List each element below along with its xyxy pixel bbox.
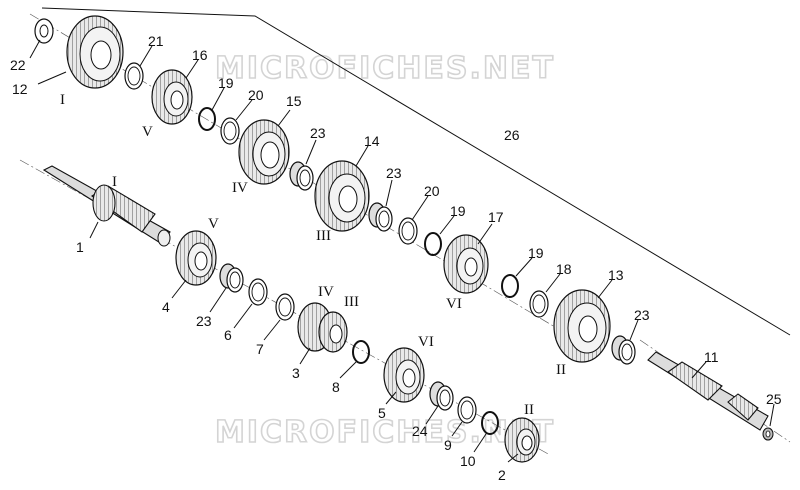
circlip-19-a bbox=[198, 107, 216, 131]
callout-22: 22 bbox=[10, 57, 26, 73]
callout-labels: 22 12 21 16 19 20 15 23 14 23 20 19 17 1… bbox=[10, 33, 782, 483]
bushing-23-b bbox=[368, 202, 393, 232]
gear-numeral-13: II bbox=[556, 362, 566, 378]
gear-3 bbox=[297, 302, 348, 353]
gear-numeral-15: IV bbox=[232, 180, 248, 196]
gear-4 bbox=[175, 230, 217, 286]
callout-3: 3 bbox=[292, 365, 300, 381]
circlip-19-c bbox=[501, 274, 519, 298]
circlip-19-b bbox=[424, 232, 442, 256]
callout-23-b: 23 bbox=[386, 165, 402, 181]
input-shaft-1 bbox=[42, 165, 171, 247]
circlip-8 bbox=[352, 340, 370, 364]
washer-22 bbox=[34, 18, 54, 44]
callout-20-a: 20 bbox=[248, 87, 264, 103]
callout-2: 2 bbox=[498, 467, 506, 483]
gear-14 bbox=[314, 160, 370, 232]
gear-12 bbox=[66, 15, 124, 89]
gear-numeral-17: VI bbox=[446, 296, 462, 312]
callout-20-b: 20 bbox=[424, 183, 440, 199]
callout-23-a: 23 bbox=[310, 125, 326, 141]
washer-21 bbox=[124, 62, 144, 90]
callout-5: 5 bbox=[378, 405, 386, 421]
gear-numeral-14: III bbox=[316, 228, 331, 244]
callout-12: 12 bbox=[12, 81, 28, 97]
callout-10: 10 bbox=[460, 453, 476, 469]
callout-7: 7 bbox=[256, 341, 264, 357]
washer-20-b bbox=[398, 217, 418, 245]
gear-numeral-12: I bbox=[60, 92, 65, 108]
callout-26: 26 bbox=[504, 127, 520, 143]
callout-8: 8 bbox=[332, 379, 340, 395]
washer-9 bbox=[457, 396, 477, 424]
gear-numeral-2: II bbox=[524, 402, 534, 418]
callout-23-d: 23 bbox=[196, 313, 212, 329]
gear-numeral-1: I bbox=[112, 174, 117, 190]
gear-17 bbox=[443, 234, 489, 294]
gear-numeral-4: V bbox=[208, 216, 219, 232]
nut-25 bbox=[762, 427, 774, 441]
callout-25: 25 bbox=[766, 391, 782, 407]
callout-21: 21 bbox=[148, 33, 164, 49]
callout-23-c: 23 bbox=[634, 307, 650, 323]
gear-16 bbox=[151, 69, 193, 125]
output-shaft-11 bbox=[647, 351, 769, 431]
callout-19-a: 19 bbox=[218, 75, 234, 91]
callout-17: 17 bbox=[488, 209, 504, 225]
callout-4: 4 bbox=[162, 299, 170, 315]
circlip-10 bbox=[481, 411, 499, 435]
callout-1: 1 bbox=[76, 239, 84, 255]
bushing-23-a bbox=[289, 161, 314, 191]
callout-18: 18 bbox=[556, 261, 572, 277]
callout-11: 11 bbox=[704, 349, 719, 365]
callout-13: 13 bbox=[608, 267, 624, 283]
watermark-top: MICROFICHES.NET bbox=[215, 51, 555, 86]
callout-6: 6 bbox=[224, 327, 232, 343]
gear-numeral-5: VI bbox=[418, 334, 434, 350]
washer-6 bbox=[248, 278, 268, 306]
callout-24: 24 bbox=[412, 423, 428, 439]
gear-5 bbox=[383, 347, 425, 403]
gear-2 bbox=[504, 417, 540, 463]
washer-20-a bbox=[220, 117, 240, 145]
gear-13 bbox=[553, 289, 611, 363]
callout-19-c: 19 bbox=[528, 245, 544, 261]
bushing-23-d bbox=[219, 263, 244, 293]
leader-lines bbox=[29, 39, 775, 463]
gear-15 bbox=[238, 119, 290, 185]
callout-19-b: 19 bbox=[450, 203, 466, 219]
gear-numeral-3-iv: IV bbox=[318, 284, 334, 300]
callout-16: 16 bbox=[192, 47, 208, 63]
washer-7 bbox=[275, 293, 295, 321]
gear-numeral-3-iii: III bbox=[344, 294, 359, 310]
gear-numeral-16: V bbox=[142, 124, 153, 140]
washer-18 bbox=[529, 290, 549, 318]
bushing-23-c bbox=[611, 335, 636, 365]
callout-9: 9 bbox=[444, 437, 452, 453]
bushing-24 bbox=[429, 381, 454, 411]
callout-15: 15 bbox=[286, 93, 302, 109]
callout-14: 14 bbox=[364, 133, 380, 149]
assembly-bracket-line bbox=[41, 7, 791, 336]
gear-numerals: I V IV III VI II I V IV III VI II bbox=[60, 92, 566, 418]
